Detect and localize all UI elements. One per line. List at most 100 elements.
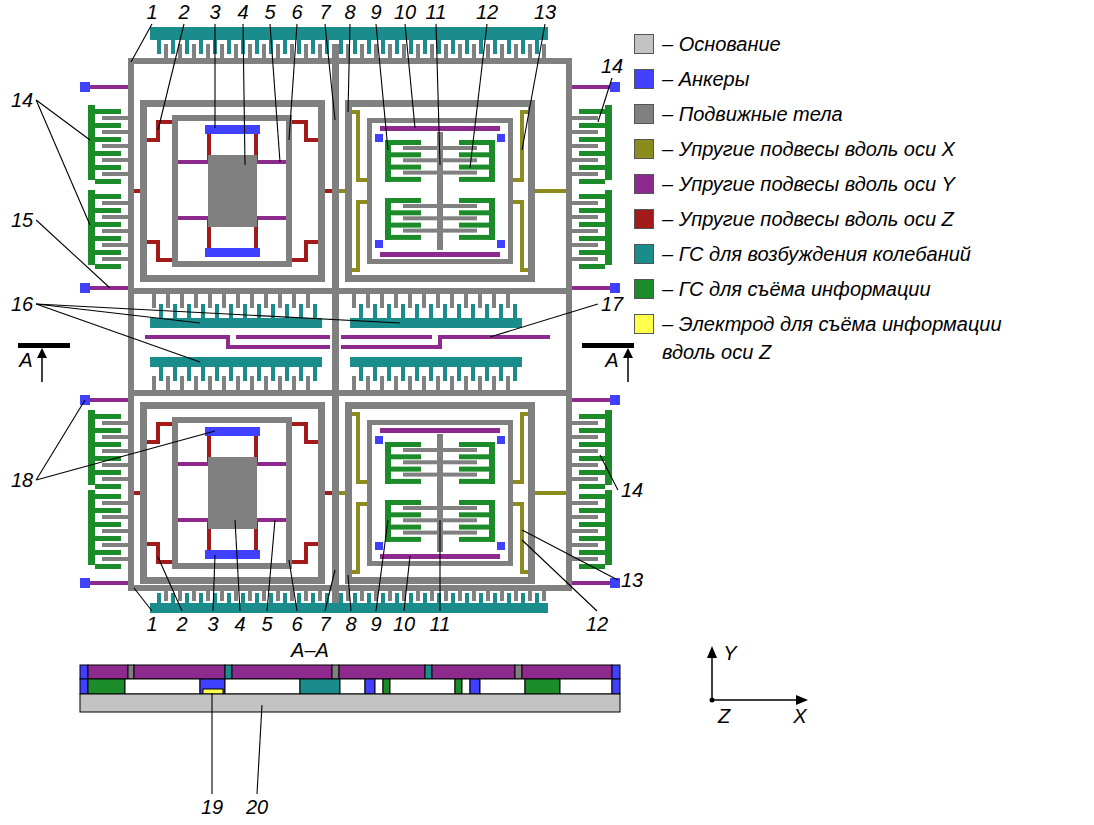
legend-swatch [634, 174, 654, 194]
z-spring [147, 242, 172, 260]
drive-finger [241, 593, 245, 603]
section-layer [525, 679, 560, 694]
sense-finger [391, 442, 421, 447]
sense-finger [95, 179, 121, 184]
drive-finger [457, 304, 461, 318]
x-spring [352, 504, 367, 572]
sense-finger [579, 151, 605, 156]
moving-finger [220, 44, 224, 58]
frame-bar [128, 58, 572, 64]
y-spring [90, 398, 128, 402]
moving-finger [444, 44, 448, 58]
sense-finger [95, 208, 121, 213]
moving-finger [408, 294, 412, 308]
moving-finger [380, 376, 384, 390]
moving-finger [443, 216, 477, 220]
leader-line [522, 24, 545, 150]
y-spring [572, 286, 610, 290]
moving-finger [416, 44, 420, 58]
outer-frame [140, 275, 325, 282]
anchor [375, 436, 383, 444]
section-arrow [627, 356, 629, 382]
moving-finger [192, 591, 196, 601]
moving-finger [380, 294, 384, 308]
sense-finger [391, 140, 421, 145]
leader-line [522, 530, 618, 580]
sense-finger [95, 494, 121, 499]
sense-finger [579, 508, 605, 513]
drive-finger [409, 593, 413, 603]
moving-finger [250, 376, 254, 390]
section-layer [225, 665, 232, 679]
section-layer [340, 679, 365, 694]
sense-finger [579, 470, 605, 475]
legend-text: – Электрод для съёма информации вдоль ос… [662, 310, 1022, 366]
drive-finger [535, 40, 539, 54]
moving-finger [402, 44, 406, 58]
sense-finger [95, 137, 121, 142]
sense-finger [391, 210, 421, 215]
leader-line [36, 100, 90, 225]
section-layer [455, 679, 462, 694]
drive-finger [521, 40, 525, 54]
y-spring [380, 428, 500, 433]
callout-number: 4 [234, 614, 245, 634]
moving-finger [430, 44, 434, 58]
inner-frame [286, 417, 292, 569]
moving-finger [102, 229, 128, 233]
moving-finger [166, 294, 170, 308]
leader-line [36, 304, 200, 362]
outer-frame [140, 402, 147, 584]
drive-finger [185, 593, 189, 603]
drive-finger [485, 304, 489, 318]
sense-comb-stator [385, 442, 391, 484]
moving-finger [572, 529, 598, 533]
leader-line [325, 570, 335, 611]
y-spring [380, 252, 500, 257]
callout-number: 3 [207, 614, 218, 634]
leader-line [36, 304, 200, 323]
y-spring [341, 335, 432, 339]
moving-finger [352, 294, 356, 308]
sense-comb-stator [605, 410, 612, 485]
frame-bar [128, 58, 134, 591]
moving-finger [292, 294, 296, 308]
callout-number: 11 [426, 2, 447, 22]
arrow-head [623, 348, 633, 358]
leader-line [134, 588, 152, 611]
leader-line [289, 560, 297, 611]
callout-number: 12 [586, 614, 608, 634]
drive-finger [299, 367, 303, 381]
moving-finger [403, 518, 437, 522]
sense-finger [459, 177, 489, 182]
moving-finger [366, 376, 370, 390]
moving-finger [528, 591, 532, 601]
moving-finger [388, 44, 392, 58]
sense-finger [95, 236, 121, 241]
moving-finger [403, 506, 437, 510]
sense-finger [391, 537, 421, 542]
moving-finger [102, 130, 128, 134]
anchor [497, 240, 505, 248]
sense-finger [459, 500, 489, 505]
legend-swatch [634, 279, 654, 299]
sense-comb-stator [605, 490, 612, 565]
moving-finger [572, 435, 598, 439]
anchor [497, 134, 505, 142]
y-spring [341, 337, 550, 347]
section-layer [200, 679, 225, 694]
moving-finger [572, 501, 598, 505]
drive-finger [199, 593, 203, 603]
section-layer [232, 665, 332, 679]
moving-finger [206, 44, 210, 58]
drive-finger [373, 304, 377, 318]
moving-finger [248, 44, 252, 58]
drive-finger [493, 593, 497, 603]
legend-swatch [634, 69, 654, 89]
section-layer [225, 679, 300, 694]
leader-line [376, 520, 388, 611]
section-layer [125, 679, 200, 694]
drive-comb-stator [350, 357, 522, 367]
outer-frame [318, 402, 325, 584]
